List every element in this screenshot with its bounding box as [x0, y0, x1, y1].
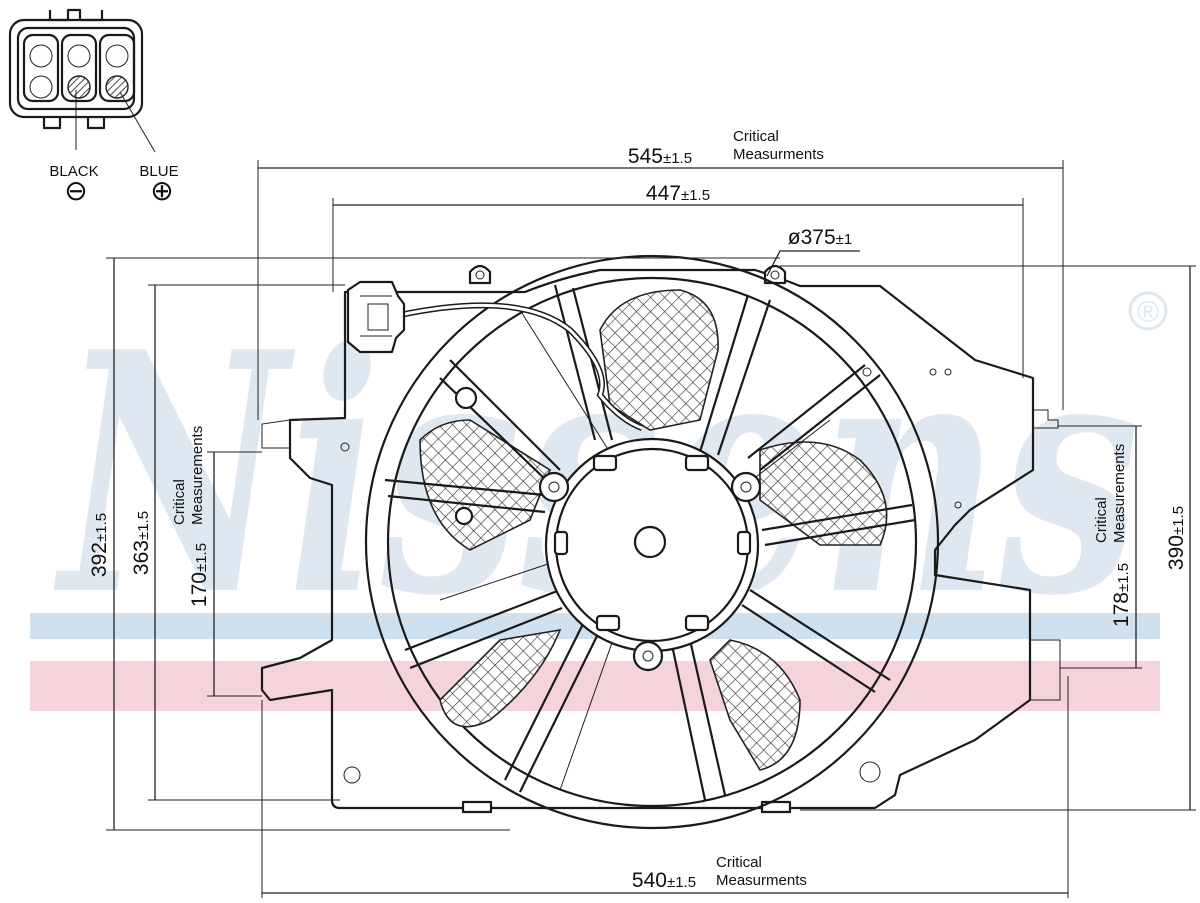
dim-392: 392±1.5 — [88, 513, 111, 577]
registered-circle — [1128, 291, 1168, 331]
blue-pin-hatched — [105, 75, 129, 99]
motor-connector-plug — [346, 280, 406, 354]
dim-540: 540±1.5 — [632, 869, 696, 892]
dim-363-note: Critical Measurements — [171, 426, 206, 525]
pin-label-black: BLACK — [49, 163, 98, 180]
shroud-outline — [260, 268, 1035, 810]
dimension-labels: 545±1.5 Critical Measurments 447±1.5 ø37… — [88, 128, 1188, 892]
fan-hub — [544, 437, 760, 653]
fan-assembly — [260, 254, 1061, 830]
plus-icon: ⊕ — [150, 175, 173, 206]
dim-447: 447±1.5 — [646, 182, 710, 205]
fan-ring-inner — [386, 276, 918, 808]
dim-diameter-375: ø375±1 — [788, 226, 852, 249]
minus-icon: ⊖ — [64, 175, 87, 206]
connector-cavities — [22, 33, 136, 103]
dim-178: 178±1.5 — [1110, 563, 1133, 627]
dimension-lines — [106, 160, 1196, 898]
dim-540-note: Critical Measurments — [716, 854, 807, 889]
dim-390: 390±1.5 — [1165, 506, 1188, 570]
watermark-stripe-red — [30, 661, 1160, 711]
registered-mark: ® — [1137, 296, 1159, 329]
hub-bosses — [454, 386, 762, 672]
fan-struts — [384, 284, 916, 801]
dim-178-note: Critical Measurements — [1093, 444, 1128, 543]
dim-170: 170±1.5 — [188, 543, 211, 607]
dim-545: 545±1.5 — [628, 145, 692, 168]
pin-label-blue: BLUE — [139, 163, 178, 180]
dim-363: 363±1.5 — [130, 511, 153, 575]
black-pin-hatched — [67, 75, 91, 99]
fan-ring-outer — [364, 254, 940, 830]
dim-545-note: Critical Measurments — [733, 128, 824, 163]
hub-center — [633, 525, 667, 559]
connector-diagram: BLACK ⊖ BLUE ⊕ — [8, 8, 179, 206]
